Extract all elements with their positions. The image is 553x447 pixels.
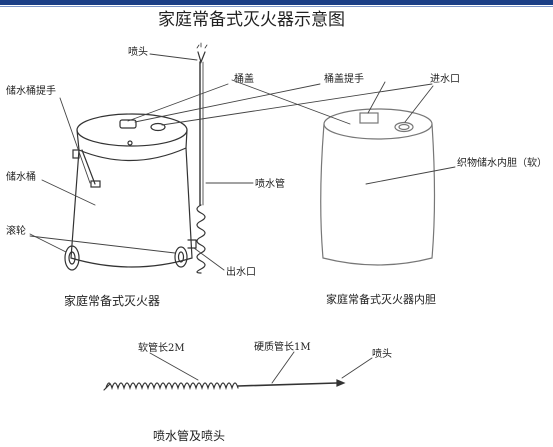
top-border-line — [0, 6, 553, 7]
nozzle-tip — [197, 51, 206, 64]
lid-center-mark — [127, 140, 133, 146]
nozzle-spray — [196, 42, 208, 49]
label-wheels: 滚轮 — [6, 224, 26, 237]
caption-liner: 家庭常备式灭火器内胆 — [326, 292, 436, 306]
leader-liner — [365, 166, 456, 185]
label-outlet: 出水口 — [226, 265, 256, 278]
hard-pipe-line — [237, 382, 338, 387]
bucket-lid-shape — [76, 113, 188, 147]
leader-lines — [29, 53, 456, 384]
label-water-inlet: 进水口 — [430, 73, 460, 85]
label-spray-pipe: 喷水管 — [255, 177, 285, 190]
label-soft-hose: 软管长2M — [138, 341, 185, 354]
nozzle2-tip — [336, 379, 346, 387]
leader-lid-handle-a — [134, 83, 321, 123]
soft-hose-coil — [105, 382, 239, 391]
leader-nozzle2 — [341, 357, 373, 379]
label-lid-handle: 桶盖提手 — [324, 72, 364, 85]
caption-hose: 喷水管及喷头 — [153, 428, 225, 443]
liner-inlet-inner — [398, 123, 410, 131]
left-wheel-hub — [68, 251, 76, 265]
label-nozzle2: 喷头 — [372, 348, 392, 360]
label-storage-handle: 储水桶提手 — [6, 84, 56, 97]
label-storage-bucket: 储水桶 — [6, 170, 36, 183]
leader-wheel-right — [29, 235, 176, 254]
leader-hard-pipe — [271, 351, 295, 384]
leader-inlet-a — [161, 83, 433, 126]
hose-end — [103, 383, 111, 391]
lid-handle-shape — [119, 119, 137, 129]
spray-pipe-coil — [196, 204, 206, 274]
label-nozzle: 喷头 — [128, 46, 148, 58]
storage-handle-strap — [81, 149, 96, 185]
leader-lid-b — [231, 79, 351, 125]
left-wheel — [64, 245, 80, 271]
leader-outlet — [193, 247, 225, 271]
diagram-title: 家庭常备式灭火器示意图 — [158, 10, 345, 30]
top-border-bar — [0, 0, 553, 5]
leader-lid-a — [127, 83, 229, 122]
storage-handle-grip — [90, 180, 101, 188]
leader-storage-handle — [59, 97, 91, 184]
outlet-shape — [187, 239, 197, 249]
caption-extinguisher: 家庭常备式灭火器 — [64, 293, 160, 308]
extinguisher-drawing — [64, 42, 208, 274]
right-wheel-hub — [177, 251, 185, 263]
leader-storage-bucket — [41, 179, 96, 206]
label-bucket-lid: 桶盖 — [234, 72, 254, 85]
leader-soft-hose — [149, 352, 199, 381]
water-inlet-shape — [150, 122, 166, 132]
liner-inlet — [394, 121, 414, 133]
leader-nozzle — [149, 53, 198, 61]
leader-lid-handle-b — [367, 81, 386, 114]
hose-drawing — [103, 379, 346, 391]
liner-drawing — [320, 108, 436, 266]
rim-clip — [72, 149, 80, 159]
leader-inlet-b — [404, 85, 434, 123]
label-hard-pipe: 硬质管长1M — [254, 340, 311, 353]
bucket-body — [70, 147, 193, 268]
liner-body — [320, 123, 436, 266]
bucket-rim — [76, 129, 188, 162]
right-wheel — [174, 246, 188, 268]
liner-lid-handle — [359, 112, 379, 124]
label-liner: 织物储水内胆（软） — [457, 156, 547, 169]
